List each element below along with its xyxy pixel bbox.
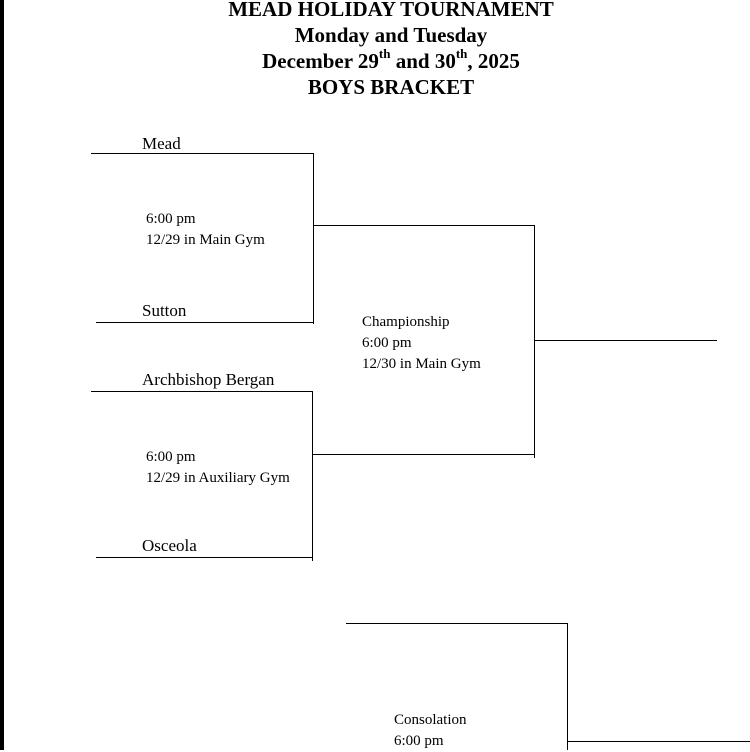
dates-suffix: , 2025 xyxy=(467,49,520,73)
game-1-location: 12/29 in Main Gym xyxy=(146,232,265,248)
bracket-connector-game-1 xyxy=(313,153,314,324)
page-left-border xyxy=(0,0,4,750)
tournament-title: MEAD HOLIDAY TOURNAMENT xyxy=(228,0,554,21)
bracket-label: BOYS BRACKET xyxy=(307,75,475,99)
consolation-label: Consolation xyxy=(394,712,467,728)
team-slot-1: Mead xyxy=(142,134,181,153)
bracket-connector-game-2 xyxy=(312,391,313,561)
team-slot-4: Osceola xyxy=(142,536,197,555)
bracket-line-team-4 xyxy=(96,557,313,558)
bracket-line-consolation-top xyxy=(346,623,568,624)
dates-ordinal-1: th xyxy=(378,46,391,61)
consolation-time: 6:00 pm xyxy=(394,733,444,749)
dates-ordinal-2: th xyxy=(455,46,468,61)
dates-prefix: December 29 xyxy=(262,49,379,73)
bracket-connector-consolation xyxy=(567,623,568,750)
bracket-line-consolation-winner xyxy=(567,741,750,742)
bracket-line-champion xyxy=(534,340,717,341)
bracket-connector-championship xyxy=(534,225,535,458)
bracket-line-team-3 xyxy=(91,391,313,392)
game-2-time: 6:00 pm xyxy=(146,449,196,465)
bracket-line-team-1 xyxy=(91,153,314,154)
game-2-info: 6:00 pm 12/29 in Auxiliary Gym xyxy=(146,447,290,489)
dates-middle: and 30 xyxy=(390,49,456,73)
game-1-time: 6:00 pm xyxy=(146,211,196,227)
tournament-days: Monday and Tuesday xyxy=(294,23,488,47)
team-slot-2: Sutton xyxy=(142,301,187,320)
bracket-line-team-2 xyxy=(96,322,314,323)
tournament-dates: December 29th and 30th, 2025 xyxy=(32,46,750,74)
bracket-line-game-2-winner xyxy=(312,454,535,455)
game-1-info: 6:00 pm 12/29 in Main Gym xyxy=(146,209,265,251)
consolation-info: Consolation 6:00 pm xyxy=(394,710,467,752)
championship-location: 12/30 in Main Gym xyxy=(362,356,481,372)
championship-time: 6:00 pm xyxy=(362,335,412,351)
championship-info: Championship 6:00 pm 12/30 in Main Gym xyxy=(362,312,481,375)
championship-label: Championship xyxy=(362,314,450,330)
document-header: MEAD HOLIDAY TOURNAMENT Monday and Tuesd… xyxy=(0,0,750,100)
game-2-location: 12/29 in Auxiliary Gym xyxy=(146,470,290,486)
team-slot-3: Archbishop Bergan xyxy=(142,370,275,389)
bracket-line-game-1-winner xyxy=(313,225,535,226)
